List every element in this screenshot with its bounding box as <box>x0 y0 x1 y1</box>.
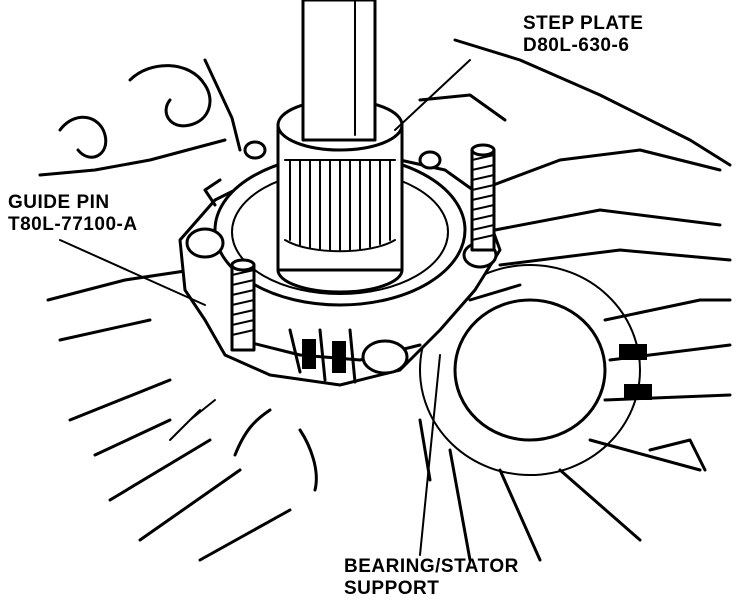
step-plate-hub <box>276 0 404 294</box>
bearing-stator-label: BEARING/STATOR SUPPORT <box>344 556 519 600</box>
step-plate-part-number: D80L-630-6 <box>523 35 630 56</box>
guide-pin-label: GUIDE PIN T80L-77100-A <box>8 192 138 236</box>
guide-pin-name: GUIDE PIN <box>8 192 110 213</box>
bearing-stator-line2: SUPPORT <box>344 578 440 599</box>
housing-outline-left <box>38 58 318 562</box>
guide-pin-right <box>470 143 496 252</box>
step-plate-name: STEP PLATE <box>523 13 644 34</box>
housing-outline-right <box>418 38 732 562</box>
guide-pin-left <box>230 258 256 352</box>
leader-lines <box>59 59 471 556</box>
guide-pin-part-number: T80L-77100-A <box>8 214 138 235</box>
bearing-stator-line1: BEARING/STATOR <box>344 556 519 577</box>
step-plate-label: STEP PLATE D80L-630-6 <box>523 13 643 57</box>
